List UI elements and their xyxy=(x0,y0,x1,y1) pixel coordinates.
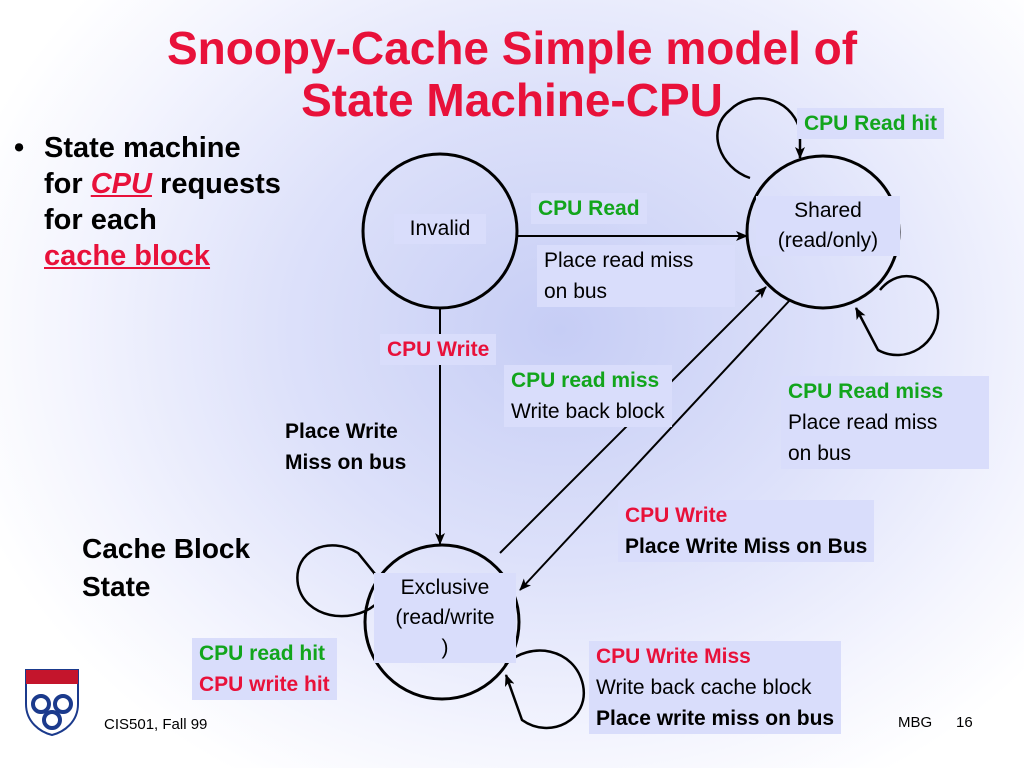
place-read-miss-line-1: Place read miss xyxy=(544,249,694,272)
arrow-shared-to-exclusive xyxy=(519,299,791,591)
loop-exclusive-write-miss xyxy=(504,649,586,730)
label-cpu-read-hit: CPU Read hit xyxy=(797,108,945,139)
footer-course: CIS501, Fall 99 xyxy=(104,716,208,733)
label-cpu-write: CPU Write xyxy=(380,334,497,365)
exclusive-state-label: Exclusive (read/write ) xyxy=(374,573,516,663)
label-cpu-write-miss: CPU Write Miss Write back cache block Pl… xyxy=(589,641,842,734)
title-line-2: State Machine-CPU xyxy=(301,74,723,126)
exclusive-text-3: ) xyxy=(441,636,449,659)
slide-title: Snoopy-Cache Simple model of State Machi… xyxy=(0,22,1024,126)
cpu-write-miss-text: CPU Write Miss xyxy=(596,645,751,668)
bullet-text: State machine for CPU requests for each … xyxy=(44,130,344,274)
loop-shared-read-miss xyxy=(854,274,940,357)
cpu-read-miss-text: CPU read miss xyxy=(511,369,660,392)
loop-shared-read-hit xyxy=(716,97,805,180)
cpu-write-2-text: CPU Write xyxy=(625,504,728,527)
place-read-miss-line-2: on bus xyxy=(544,280,608,303)
label-place-read-miss: Place read miss on bus xyxy=(537,245,735,307)
invalid-text: Invalid xyxy=(409,217,471,240)
cpu-read-miss-bold: CPU Read miss xyxy=(788,380,944,403)
exclusive-text-1: Exclusive xyxy=(400,576,490,599)
cpu-write-hit-text: CPU write hit xyxy=(199,673,330,696)
bullet-line-3: for each xyxy=(44,204,157,236)
bullet-line-1: State machine xyxy=(44,132,241,164)
bullet-line-2: for CPU requests xyxy=(44,166,344,202)
bullet-cpu: CPU xyxy=(90,168,152,200)
university-shield-icon xyxy=(25,669,79,736)
place-write-miss-on-bus-text: Place Write Miss on Bus xyxy=(625,535,868,558)
cache-block-state-line-1: Cache Block xyxy=(82,533,251,564)
bullet-requests: requests xyxy=(160,168,281,200)
label-cpu-read: CPU Read xyxy=(531,193,647,224)
place-read-miss-b1: Place read miss xyxy=(788,411,938,434)
cache-block-state-line-2: State xyxy=(82,571,151,602)
place-read-miss-b2: on bus xyxy=(788,442,852,465)
place-write-miss-bus-text: Place write miss on bus xyxy=(596,707,835,730)
bullet-marker: • xyxy=(14,132,25,164)
title-line-1: Snoopy-Cache Simple model of xyxy=(166,22,858,74)
place-write-line-2: Miss on bus xyxy=(285,451,407,474)
footer-author: MBG xyxy=(898,714,933,731)
loop-exclusive-read-write-hit xyxy=(296,544,389,618)
label-cpu-read-miss-place: CPU Read miss Place read miss on bus xyxy=(781,376,989,469)
shared-text-2: (read/only) xyxy=(777,229,879,252)
write-back-cache-block-text: Write back cache block xyxy=(596,676,812,699)
bullet-cache-block: cache block xyxy=(44,240,211,272)
write-back-block-text: Write back block xyxy=(511,400,665,423)
shared-text-1: Shared xyxy=(794,199,862,222)
cache-block-state-label: Cache Block State xyxy=(82,530,250,606)
label-cpu-read-miss-write-back: CPU read miss Write back block xyxy=(504,365,672,427)
label-place-write-miss: Place Write Miss on bus xyxy=(285,416,406,478)
label-cpu-write-place-write-miss: CPU Write Place Write Miss on Bus xyxy=(618,500,875,562)
cpu-read-hit-text: CPU read hit xyxy=(199,642,326,665)
label-cpu-read-write-hit: CPU read hit CPU write hit xyxy=(192,638,337,700)
bullet-for: for xyxy=(44,168,83,200)
shared-state-label: Shared (read/only) xyxy=(756,196,900,256)
footer-page-number: 16 xyxy=(956,714,973,731)
exclusive-text-2: (read/write xyxy=(395,606,495,629)
exclusive-state-circle xyxy=(363,543,521,701)
place-write-line-1: Place Write xyxy=(285,420,398,443)
invalid-state-label: Invalid xyxy=(394,214,486,244)
